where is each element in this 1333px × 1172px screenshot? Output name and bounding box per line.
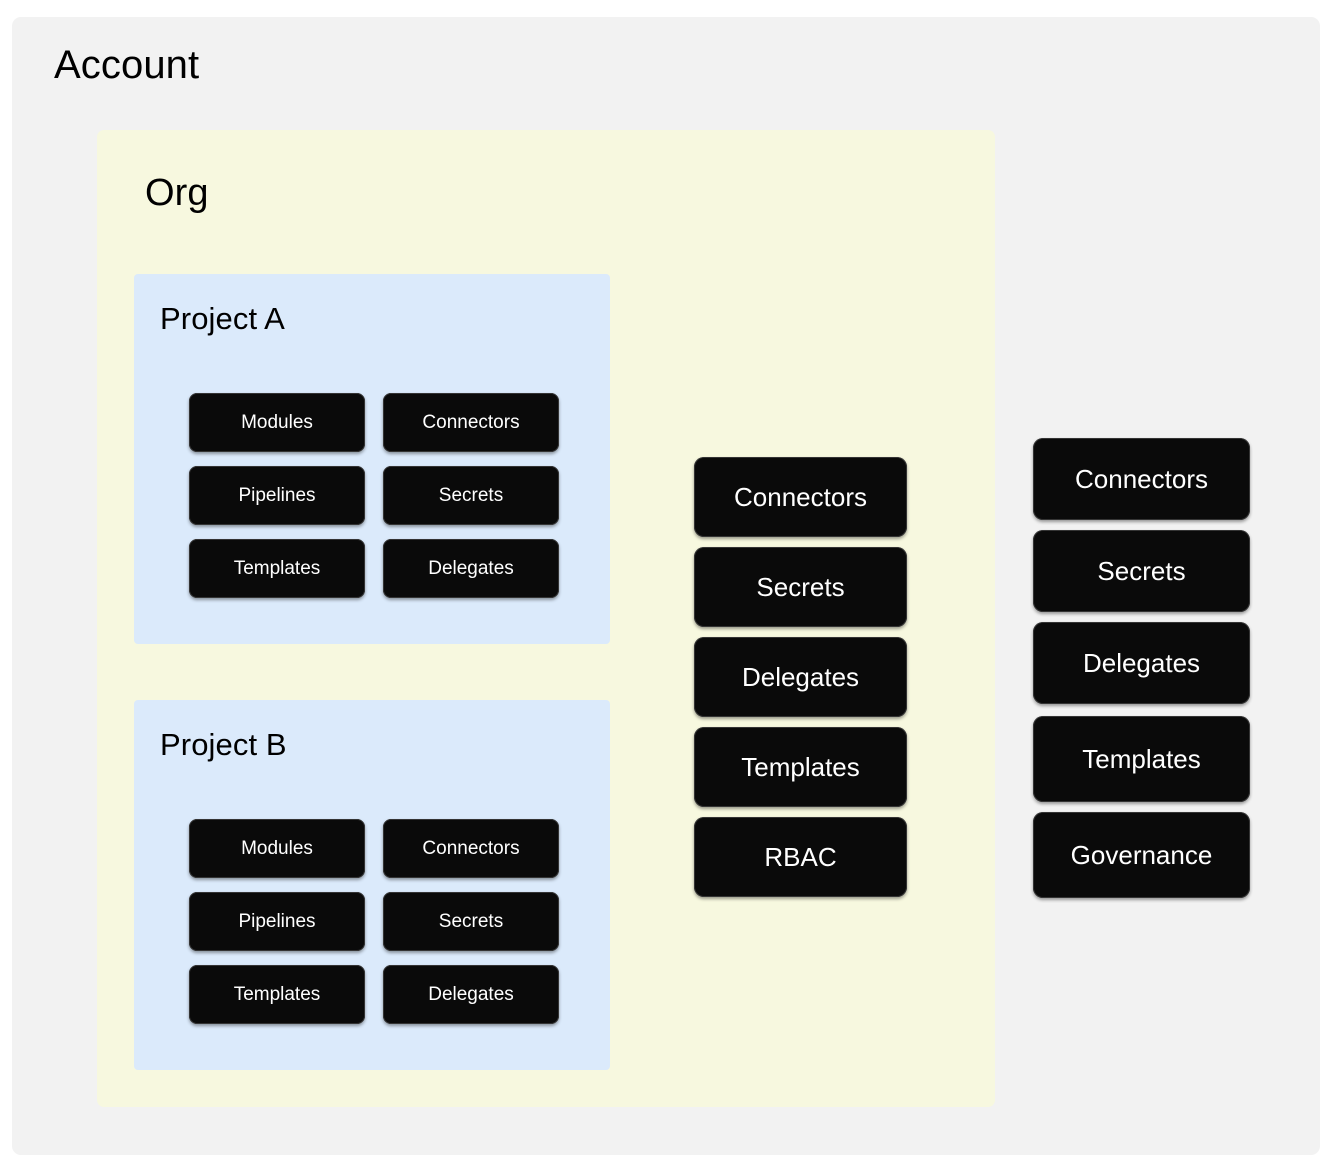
project-b-chip-templates[interactable]: Templates — [189, 965, 365, 1024]
org-scope-title: Org — [145, 172, 209, 214]
project-a-chip-modules[interactable]: Modules — [189, 393, 365, 452]
org-chip-secrets[interactable]: Secrets — [694, 547, 907, 627]
project-a-chip-pipelines[interactable]: Pipelines — [189, 466, 365, 525]
org-scope-container: Org Project A Modules Pipelines Template… — [97, 130, 995, 1107]
account-scope-container: Account Org Project A Modules Pipelines … — [12, 17, 1320, 1155]
project-a-container: Project A Modules Pipelines Templates Co… — [134, 274, 610, 644]
account-chip-connectors[interactable]: Connectors — [1033, 438, 1250, 520]
project-b-chip-modules[interactable]: Modules — [189, 819, 365, 878]
project-b-title: Project B — [160, 727, 287, 762]
org-chip-delegates[interactable]: Delegates — [694, 637, 907, 717]
project-a-chip-connectors[interactable]: Connectors — [383, 393, 559, 452]
project-a-chip-secrets[interactable]: Secrets — [383, 466, 559, 525]
account-chip-templates[interactable]: Templates — [1033, 716, 1250, 802]
project-b-chip-delegates[interactable]: Delegates — [383, 965, 559, 1024]
project-b-chip-connectors[interactable]: Connectors — [383, 819, 559, 878]
account-scope-title: Account — [54, 43, 200, 87]
project-b-chip-pipelines[interactable]: Pipelines — [189, 892, 365, 951]
project-a-chip-delegates[interactable]: Delegates — [383, 539, 559, 598]
account-chip-secrets[interactable]: Secrets — [1033, 530, 1250, 612]
org-chip-rbac[interactable]: RBAC — [694, 817, 907, 897]
account-chip-delegates[interactable]: Delegates — [1033, 622, 1250, 704]
project-a-title: Project A — [160, 301, 285, 336]
org-chip-connectors[interactable]: Connectors — [694, 457, 907, 537]
org-chip-templates[interactable]: Templates — [694, 727, 907, 807]
account-chip-governance[interactable]: Governance — [1033, 812, 1250, 898]
project-b-chip-secrets[interactable]: Secrets — [383, 892, 559, 951]
project-a-chip-templates[interactable]: Templates — [189, 539, 365, 598]
project-b-container: Project B Modules Pipelines Templates Co… — [134, 700, 610, 1070]
